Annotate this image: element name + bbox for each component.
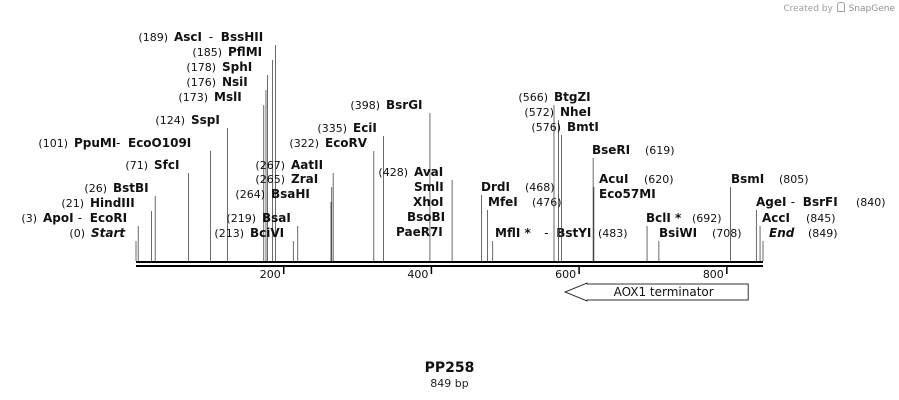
ruler-tick-label: 800 xyxy=(703,268,724,281)
site-position: (21) xyxy=(61,197,84,210)
site-position: (173) xyxy=(178,91,208,104)
site-name: ApoI xyxy=(43,211,74,225)
site-position: (26) xyxy=(84,182,107,195)
site-position: (185) xyxy=(192,46,222,59)
ruler-tick-label: 200 xyxy=(260,268,281,281)
site-name: AccI xyxy=(762,211,790,225)
site-name: EciI xyxy=(353,121,377,135)
site-position: (476) xyxy=(532,196,562,209)
plasmid-name: PP258 xyxy=(424,360,475,376)
site-name: BsaHI xyxy=(271,187,310,201)
site-position: (576) xyxy=(531,121,561,134)
site-position: (3) xyxy=(21,212,37,225)
site-name: SspI xyxy=(191,113,220,127)
site-name: SfcI xyxy=(154,158,179,172)
site-position: (176) xyxy=(186,76,216,89)
site-name: MflI * xyxy=(495,226,531,240)
site-name: ZraI xyxy=(291,172,318,186)
site-position: (0) xyxy=(69,227,85,240)
site-name: XhoI xyxy=(413,195,444,209)
site-name: MfeI xyxy=(488,195,518,209)
site-name: BseRI xyxy=(592,143,630,157)
site-name: HindIII xyxy=(90,196,135,210)
snapgene-logo-icon xyxy=(836,2,845,12)
site-position: (71) xyxy=(125,159,148,172)
feature-label: AOX1 terminator xyxy=(614,285,714,299)
site-name: BsrGI xyxy=(386,98,423,112)
site-position: (805) xyxy=(779,173,809,186)
site-separator: - xyxy=(544,226,548,240)
site-name: AscI xyxy=(174,30,202,44)
site-position: (213) xyxy=(214,227,244,240)
site-position: (428) xyxy=(378,166,408,179)
site-position: (398) xyxy=(350,99,380,112)
site-name: BclI * xyxy=(646,211,682,225)
site-name: PpuMI xyxy=(74,136,116,150)
site-name: BciVI xyxy=(250,226,284,240)
site-name: AgeI xyxy=(756,195,786,209)
site-position: (483) xyxy=(598,227,628,240)
ruler-tick-label: 400 xyxy=(407,268,428,281)
site-name-secondary: BssHII xyxy=(221,30,263,44)
site-name: NsiI xyxy=(222,75,248,89)
plasmid-length: 849 bp xyxy=(430,377,469,390)
watermark-prefix: Created by xyxy=(783,4,833,14)
site-position: (124) xyxy=(155,114,185,127)
site-position: (335) xyxy=(317,122,347,135)
site-name: AatII xyxy=(291,158,323,172)
site-name-secondary: EcoO109I xyxy=(128,136,191,150)
site-name: SmlI xyxy=(414,180,444,194)
site-position: (620) xyxy=(644,173,674,186)
site-position: (840) xyxy=(856,196,886,209)
ruler-tick-label: 600 xyxy=(555,268,576,281)
site-name: PflMI xyxy=(228,45,262,59)
site-name: Eco57MI xyxy=(599,187,656,201)
site-name: SphI xyxy=(222,60,252,74)
site-position: (849) xyxy=(808,227,838,240)
watermark-brand: SnapGene xyxy=(848,4,895,14)
site-name: BstBI xyxy=(113,181,149,195)
site-position: (264) xyxy=(235,188,265,201)
site-position: (619) xyxy=(645,144,675,157)
site-name-secondary: BsrFI xyxy=(803,195,838,209)
site-position: (692) xyxy=(692,212,722,225)
site-name: DrdI xyxy=(481,180,510,194)
site-name: NheI xyxy=(560,105,591,119)
site-position: (845) xyxy=(806,212,836,225)
site-separator: - xyxy=(209,30,213,44)
site-position: (219) xyxy=(226,212,256,225)
site-name: BsiWI xyxy=(659,226,697,240)
site-name: BsoBI xyxy=(407,210,445,224)
site-position: (566) xyxy=(518,91,548,104)
site-position: (178) xyxy=(186,61,216,74)
site-position: (189) xyxy=(138,31,168,44)
site-name: PaeR7I xyxy=(396,225,443,239)
site-name: BmtI xyxy=(567,120,599,134)
site-position: (101) xyxy=(38,137,68,150)
site-name: BsmI xyxy=(731,172,764,186)
site-separator: - xyxy=(78,211,82,225)
site-name: MslI xyxy=(214,90,242,104)
site-name: BsaI xyxy=(262,211,291,225)
site-name-secondary: EcoRI xyxy=(90,211,127,225)
site-position: (708) xyxy=(712,227,742,240)
site-position: (572) xyxy=(524,106,554,119)
site-name: AcuI xyxy=(599,172,628,186)
site-separator: - xyxy=(791,195,795,209)
site-position: (322) xyxy=(289,137,319,150)
site-position: (468) xyxy=(525,181,555,194)
site-name: EcoRV xyxy=(325,136,368,150)
snapgene-watermark: Created by SnapGene xyxy=(783,2,895,14)
site-name: BtgZI xyxy=(554,90,591,104)
site-separator: - xyxy=(116,136,120,150)
site-position: (265) xyxy=(255,173,285,186)
site-name-secondary: BstYI xyxy=(556,226,591,240)
site-position: (267) xyxy=(255,159,285,172)
site-name: AvaI xyxy=(414,165,443,179)
site-name: Start xyxy=(91,226,126,240)
site-name: End xyxy=(769,226,795,240)
feature-arrow xyxy=(563,282,749,302)
